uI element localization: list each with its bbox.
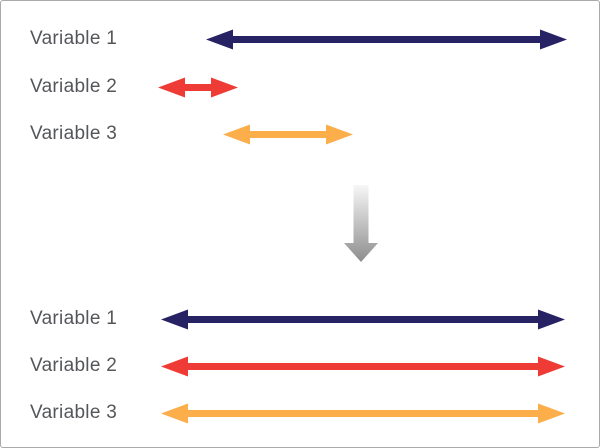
double-arrow-variable-2 — [161, 356, 565, 376]
double-arrow-shape — [223, 124, 353, 144]
double-arrow-variable-2 — [158, 77, 238, 97]
double-arrow-variable-1 — [206, 29, 567, 49]
down-arrow-shape — [344, 185, 378, 262]
double-arrow-shape — [161, 309, 565, 329]
double-arrow-shape — [206, 29, 567, 49]
down-arrow-icon — [344, 185, 378, 262]
double-arrow-variable-1 — [161, 309, 565, 329]
double-arrow-variable-3 — [161, 403, 565, 423]
variable-label: Variable 3 — [30, 402, 118, 423]
double-arrow-variable-3 — [223, 124, 353, 144]
double-arrow-shape — [161, 403, 565, 423]
variable-label: Variable 1 — [30, 28, 118, 49]
variable-label: Variable 1 — [30, 308, 118, 329]
double-arrow-shape — [161, 356, 565, 376]
variable-label: Variable 2 — [30, 76, 118, 97]
variable-label: Variable 3 — [30, 123, 118, 144]
double-arrow-shape — [158, 77, 238, 97]
variable-label: Variable 2 — [30, 355, 118, 376]
